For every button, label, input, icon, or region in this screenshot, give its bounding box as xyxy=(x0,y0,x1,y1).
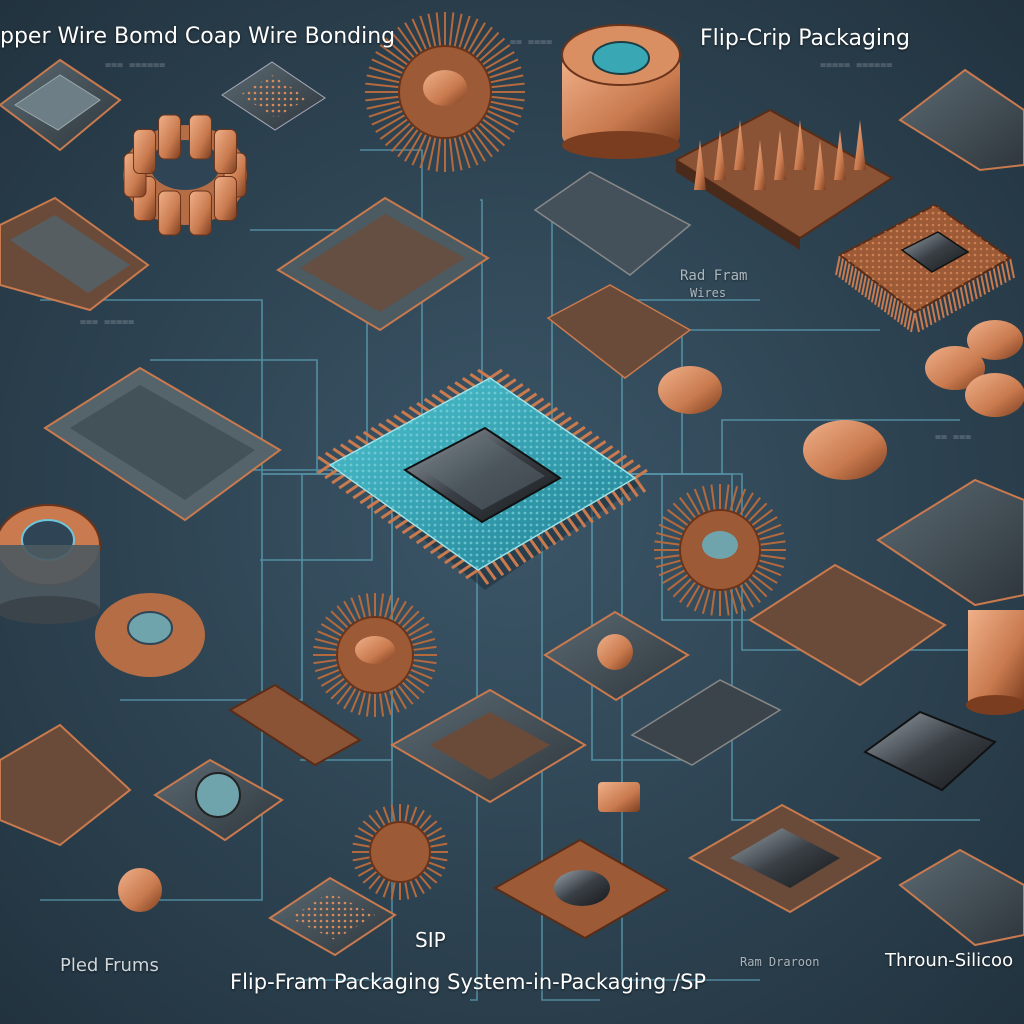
label-mid-right-sub: Wires xyxy=(690,286,727,300)
flip-chip-package-icon xyxy=(674,108,894,250)
dip-component-row-icon xyxy=(228,679,782,812)
central-chip-icon xyxy=(317,368,648,590)
qfp-package-icon xyxy=(0,58,122,152)
svg-text:=== ======: === ====== xyxy=(105,60,165,71)
label-center-sip: SIP xyxy=(415,928,446,952)
copper-wire-bond-icon xyxy=(221,61,326,131)
label-bottom-left: Pled Frums xyxy=(60,955,159,976)
copper-cylinder-icon xyxy=(561,24,681,159)
pcb-module-icon xyxy=(0,171,692,522)
label-bottom-center: Flip-Fram Packaging System-in-Packaging … xyxy=(230,970,707,994)
label-bottom-right: Throun-Silicoo xyxy=(885,950,1014,971)
svg-text:== ====: == ==== xyxy=(510,37,552,48)
label-mid-right: Rad Fram xyxy=(680,268,748,284)
copper-ring-icon xyxy=(123,114,247,236)
label-top-right: Flip-Crip Packaging xyxy=(700,26,910,51)
copper-ring-icon xyxy=(0,320,1024,677)
qfp-package-icon xyxy=(0,478,1024,957)
svg-text:===== ======: ===== ====== xyxy=(820,60,892,71)
faint-labels: === ====== == ==== ===== ====== == === =… xyxy=(80,37,971,443)
svg-text:=== =====: === ===== xyxy=(80,317,134,328)
bga-package-icon xyxy=(835,203,1015,333)
svg-text:== ===: == === xyxy=(935,432,971,443)
label-bottom-right-small: Ram Draroon xyxy=(740,955,820,969)
radial-wire-bond-icon xyxy=(365,12,525,172)
radial-wire-bond-icon xyxy=(118,484,786,912)
label-top-left: pper Wire Bomd Coap Wire Bonding xyxy=(0,24,396,49)
copper-cylinder-icon xyxy=(966,610,1024,715)
qfp-package-icon xyxy=(898,68,1024,172)
